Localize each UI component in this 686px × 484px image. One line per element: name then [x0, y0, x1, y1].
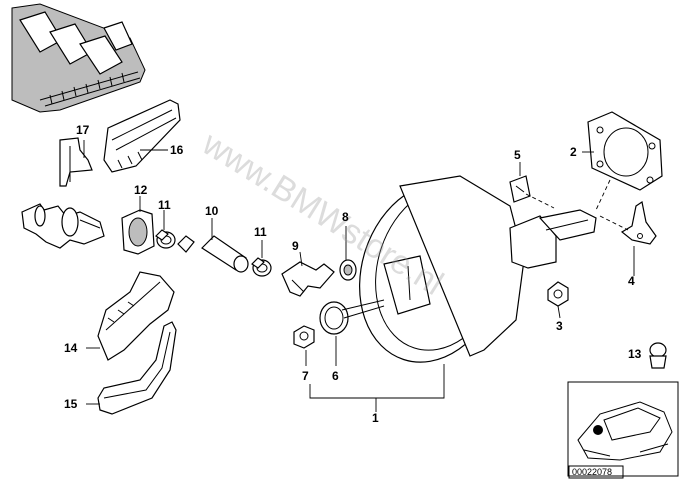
- callout-15: 15: [64, 397, 78, 411]
- part-16-hose-holder: [103, 99, 181, 173]
- inset-part-13-clip: [649, 342, 667, 369]
- vacuum-check-valve: [21, 203, 105, 249]
- part-4-lever: [599, 201, 657, 276]
- part-14-hose-bracket: [86, 271, 175, 361]
- part-8-grommet: [339, 226, 378, 281]
- callout-12: 12: [134, 183, 148, 197]
- intake-manifold: [11, 3, 146, 113]
- callout-11-left: 11: [158, 198, 171, 212]
- reference-number: 00022078: [572, 467, 612, 477]
- part-17-bracket: [59, 137, 93, 187]
- callout-1: 1: [372, 411, 379, 425]
- part-5-clip-nut: [509, 162, 555, 209]
- part-11-hose-clamp-right: [251, 240, 272, 277]
- callout-11-right: 11: [254, 225, 267, 239]
- callout-5: 5: [514, 148, 521, 162]
- part-2-gasket: [582, 111, 663, 211]
- callout-9: 9: [292, 239, 299, 253]
- part-9-elbow-connector: [281, 251, 335, 297]
- part-6-o-ring: [319, 301, 349, 366]
- part-15-hose-bracket: [86, 321, 177, 415]
- callout-10: 10: [205, 204, 219, 218]
- callout-17: 17: [76, 123, 90, 137]
- callout-13: 13: [628, 347, 642, 361]
- inset-vehicle-locator: [567, 381, 679, 477]
- callout-16: 16: [170, 143, 184, 157]
- callout-8: 8: [342, 210, 349, 224]
- part-12-grommet: [121, 196, 155, 255]
- callout-3: 3: [556, 319, 563, 333]
- callout-6: 6: [332, 369, 339, 383]
- part-1-brake-booster: [309, 175, 597, 412]
- booster-location-marker: [593, 425, 603, 435]
- part-7-nut: [293, 325, 315, 366]
- part-10-hose: [177, 218, 249, 273]
- callout-7: 7: [302, 369, 309, 383]
- callout-4: 4: [628, 274, 635, 288]
- part-3-nut: [547, 281, 569, 319]
- reference-box: [568, 465, 624, 479]
- callout-14: 14: [64, 341, 78, 355]
- callout-2: 2: [570, 145, 577, 159]
- part-11-hose-clamp-left: [155, 210, 176, 249]
